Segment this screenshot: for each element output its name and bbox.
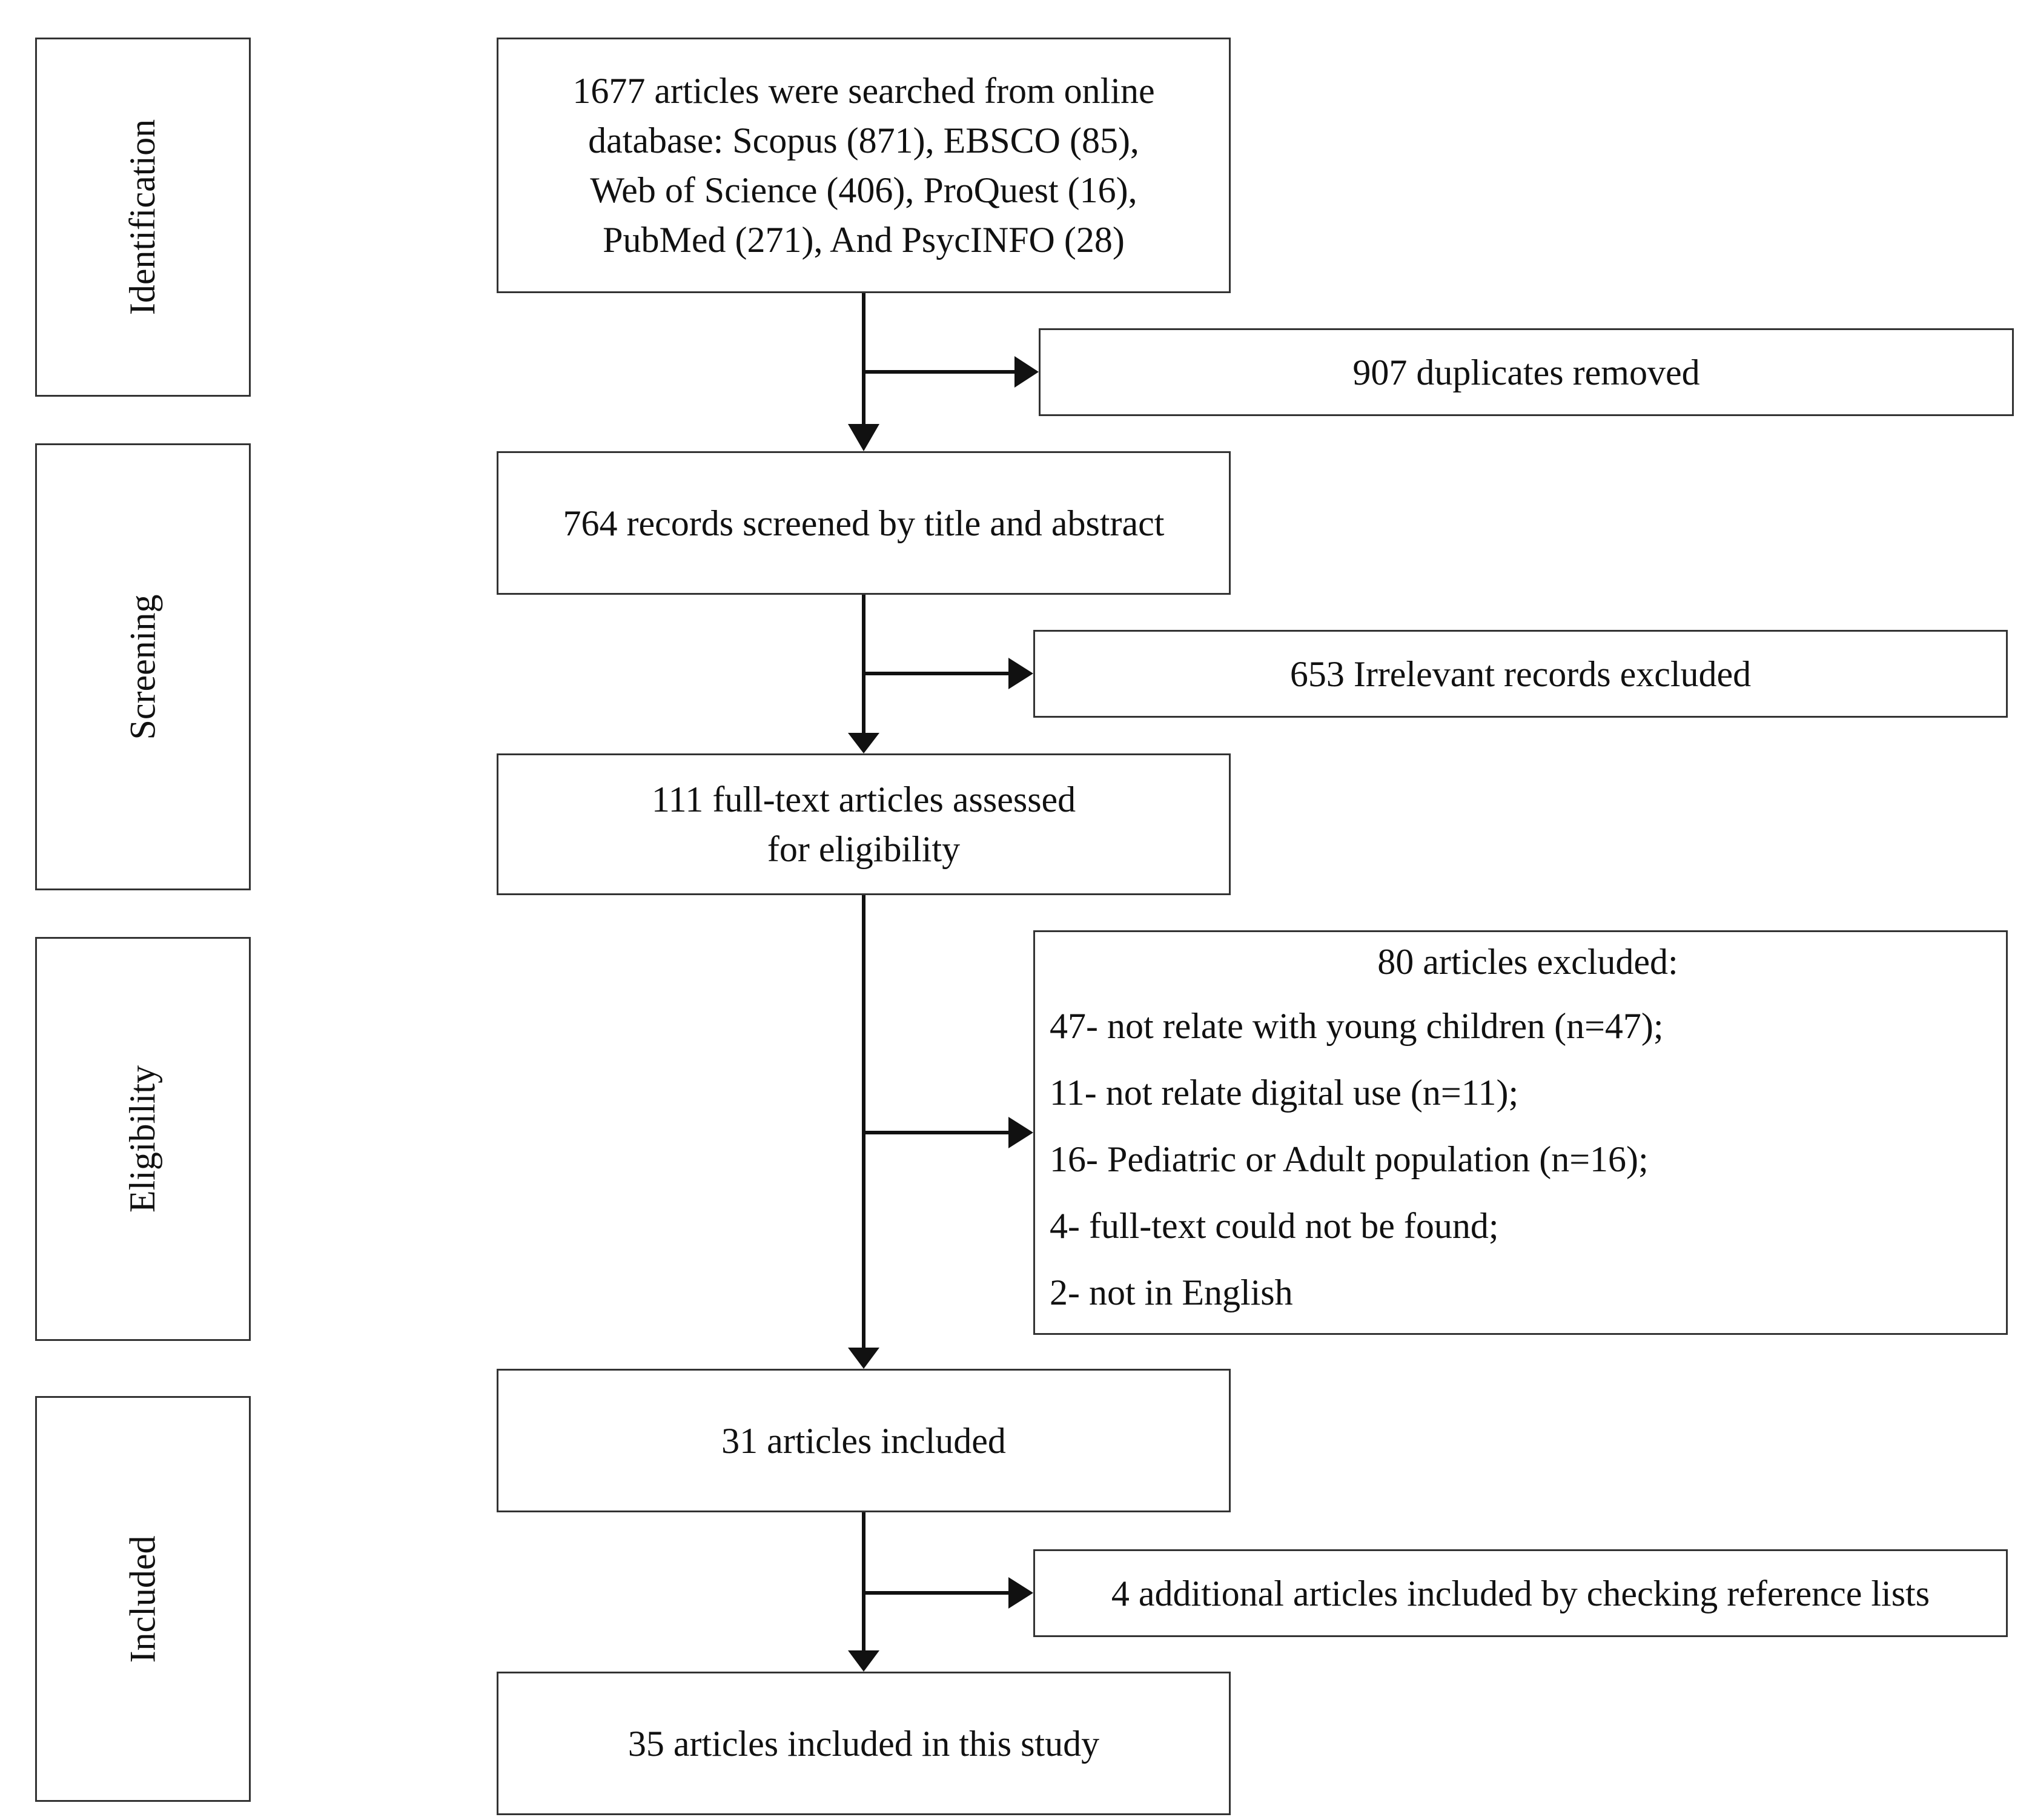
stage-eligibility: Eligibility	[35, 937, 251, 1341]
additional-box: 4 additional articles included by checki…	[1033, 1549, 2008, 1637]
screened-box: 764 records screened by title and abstra…	[497, 451, 1231, 595]
excluded-item: 2- not in English	[1050, 1272, 1293, 1312]
final-box: 35 articles included in this study	[497, 1672, 1231, 1815]
included-31-text: 31 articles included	[721, 1420, 1006, 1461]
search-line-4: PubMed (271), And PsycINFO (28)	[603, 220, 1125, 260]
duplicates-text: 907 duplicates removed	[1352, 352, 1700, 392]
search-results-box: 1677 articles were searched from online …	[497, 38, 1231, 293]
excluded-item: 11- not relate digital use (n=11);	[1050, 1073, 1519, 1113]
included-31-box: 31 articles included	[497, 1369, 1231, 1512]
fulltext-box: 111 full-text articles assessed for elig…	[497, 753, 1231, 895]
search-line-3: Web of Science (406), ProQuest (16),	[590, 170, 1137, 210]
excluded-item: 4- full-text could not be found;	[1050, 1206, 1499, 1246]
stage-included: Included	[35, 1396, 251, 1802]
excluded-item: 47- not relate with young children (n=47…	[1050, 1006, 1664, 1046]
irrelevant-box: 653 Irrelevant records excluded	[1033, 630, 2008, 718]
excluded-box: 80 articles excluded: 47- not relate wit…	[1033, 930, 2008, 1335]
duplicates-box: 907 duplicates removed	[1039, 328, 2014, 416]
fulltext-line-1: 111 full-text articles assessed	[651, 779, 1076, 819]
final-text: 35 articles included in this study	[627, 1723, 1100, 1764]
fulltext-line-2: for eligibility	[767, 829, 961, 869]
excluded-title: 80 articles excluded:	[1377, 942, 1678, 982]
excluded-item: 16- Pediatric or Adult population (n=16)…	[1050, 1139, 1649, 1179]
search-line-1: 1677 articles were searched from online	[572, 71, 1155, 111]
stage-identification: Identification	[35, 38, 251, 397]
stage-screening: Screening	[35, 443, 251, 890]
screened-text: 764 records screened by title and abstra…	[563, 503, 1165, 543]
search-line-2: database: Scopus (871), EBSCO (85),	[588, 121, 1139, 160]
irrelevant-text: 653 Irrelevant records excluded	[1289, 654, 1752, 694]
additional-text: 4 additional articles included by checki…	[1111, 1573, 1930, 1613]
